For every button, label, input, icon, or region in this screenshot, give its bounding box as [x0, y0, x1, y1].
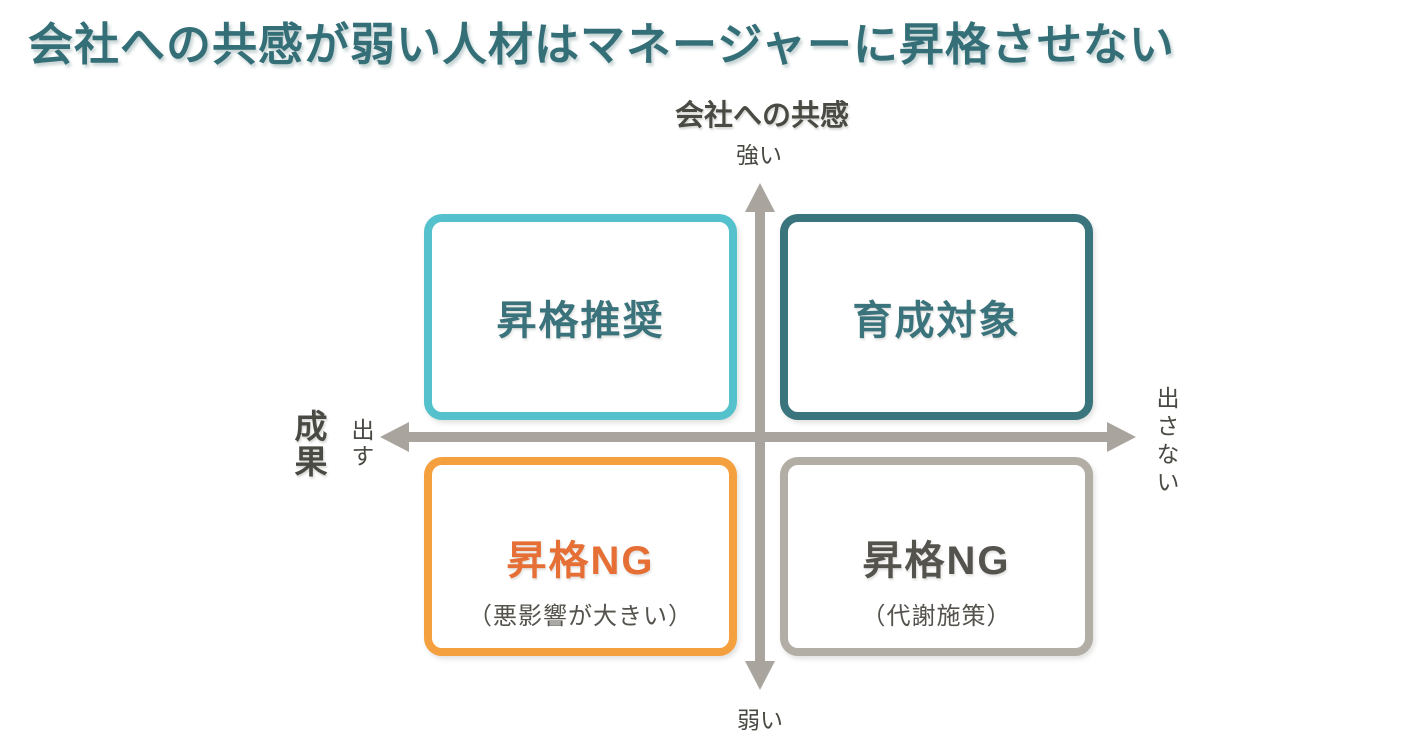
horizontal-axis-right-label: 出さない	[1153, 386, 1179, 498]
quadrant-label: 昇格NG	[862, 538, 1011, 583]
quadrant-label: 昇格NG	[506, 538, 655, 583]
quadrant-label: 育成対象	[852, 299, 1021, 343]
page-title: 会社への共感が弱い人材はマネージャーに昇格させない	[28, 19, 1175, 70]
quadrant-sublabel: （悪影響が大きい）	[468, 603, 693, 630]
vertical-axis-bottom-label: 弱い	[737, 707, 783, 733]
horizontal-axis-title: 成果	[290, 409, 327, 479]
arrow-left-icon	[380, 422, 409, 452]
quadrant-label: 昇格推奨	[496, 299, 665, 343]
quadrant-promotion-ng-turnover-measure: 昇格NG （代謝施策）	[780, 457, 1093, 656]
quadrant-sublabel: （代謝施策）	[861, 603, 1012, 630]
vertical-axis-title: 会社への共感	[674, 100, 850, 132]
quadrant-promotion-recommended: 昇格推奨	[424, 214, 737, 420]
vertical-axis-top-label: 強い	[736, 142, 782, 168]
arrow-down-icon	[745, 661, 775, 690]
arrow-up-icon	[745, 183, 775, 212]
arrow-right-icon	[1107, 422, 1136, 452]
quadrant-promotion-ng-bad-influence: 昇格NG （悪影響が大きい）	[424, 457, 737, 656]
horizontal-axis-line	[406, 432, 1110, 442]
horizontal-axis-left-label: 出す	[348, 418, 374, 470]
quadrant-development-target: 育成対象	[780, 214, 1093, 420]
